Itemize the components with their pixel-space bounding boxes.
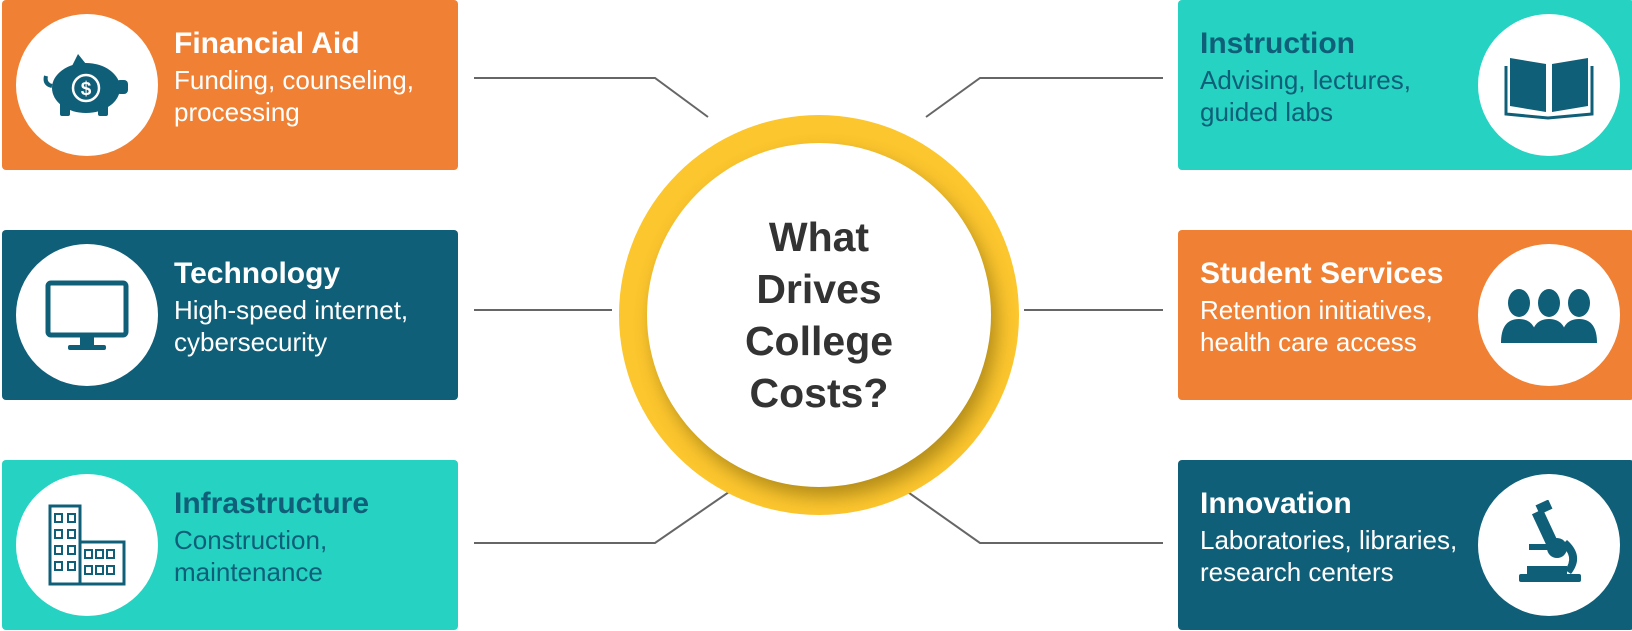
card-description: Retention initiatives, health care acces… xyxy=(1200,295,1433,357)
card-description: Advising, lectures, guided labs xyxy=(1200,65,1411,127)
card-infrastructure: Infrastructure Construction, maintenance xyxy=(2,460,458,630)
open-book-icon xyxy=(1478,14,1620,156)
connector-instruction xyxy=(925,77,1163,118)
card-technology: Technology High-speed internet, cybersec… xyxy=(2,230,458,400)
card-title: Technology xyxy=(174,257,341,290)
card-title: Infrastructure xyxy=(174,487,370,520)
svg-text:$: $ xyxy=(81,79,92,100)
card-instruction: Instruction Advising, lectures, guided l… xyxy=(1178,0,1632,170)
piggy-bank-icon: $ xyxy=(16,14,158,156)
people-group-icon xyxy=(1478,244,1620,386)
card-description: High-speed internet, cybersecurity xyxy=(174,295,409,357)
center-title: What Drives College Costs? xyxy=(744,214,894,416)
card-title: Instruction xyxy=(1200,27,1355,60)
center-circle: What Drives College Costs? xyxy=(647,143,991,487)
connector-financial-aid xyxy=(474,77,709,118)
building-icon xyxy=(16,474,158,616)
monitor-icon xyxy=(16,244,158,386)
card-title: Innovation xyxy=(1200,487,1352,520)
card-student-services: Student Services Retention initiatives, … xyxy=(1178,230,1632,400)
card-innovation: Innovation Laboratories, libraries, rese… xyxy=(1178,460,1632,630)
card-description: Construction, maintenance xyxy=(174,525,328,587)
card-title: Financial Aid xyxy=(174,27,360,60)
card-description: Funding, counseling, processing xyxy=(174,65,414,127)
card-financial-aid: $ Financial Aid Funding, counseling, pro… xyxy=(2,0,458,170)
card-title: Student Services xyxy=(1200,257,1444,290)
card-description: Laboratories, libraries, research center… xyxy=(1200,525,1458,587)
connector-infrastructure xyxy=(474,482,743,544)
connector-innovation xyxy=(894,482,1163,544)
microscope-icon xyxy=(1478,474,1620,616)
